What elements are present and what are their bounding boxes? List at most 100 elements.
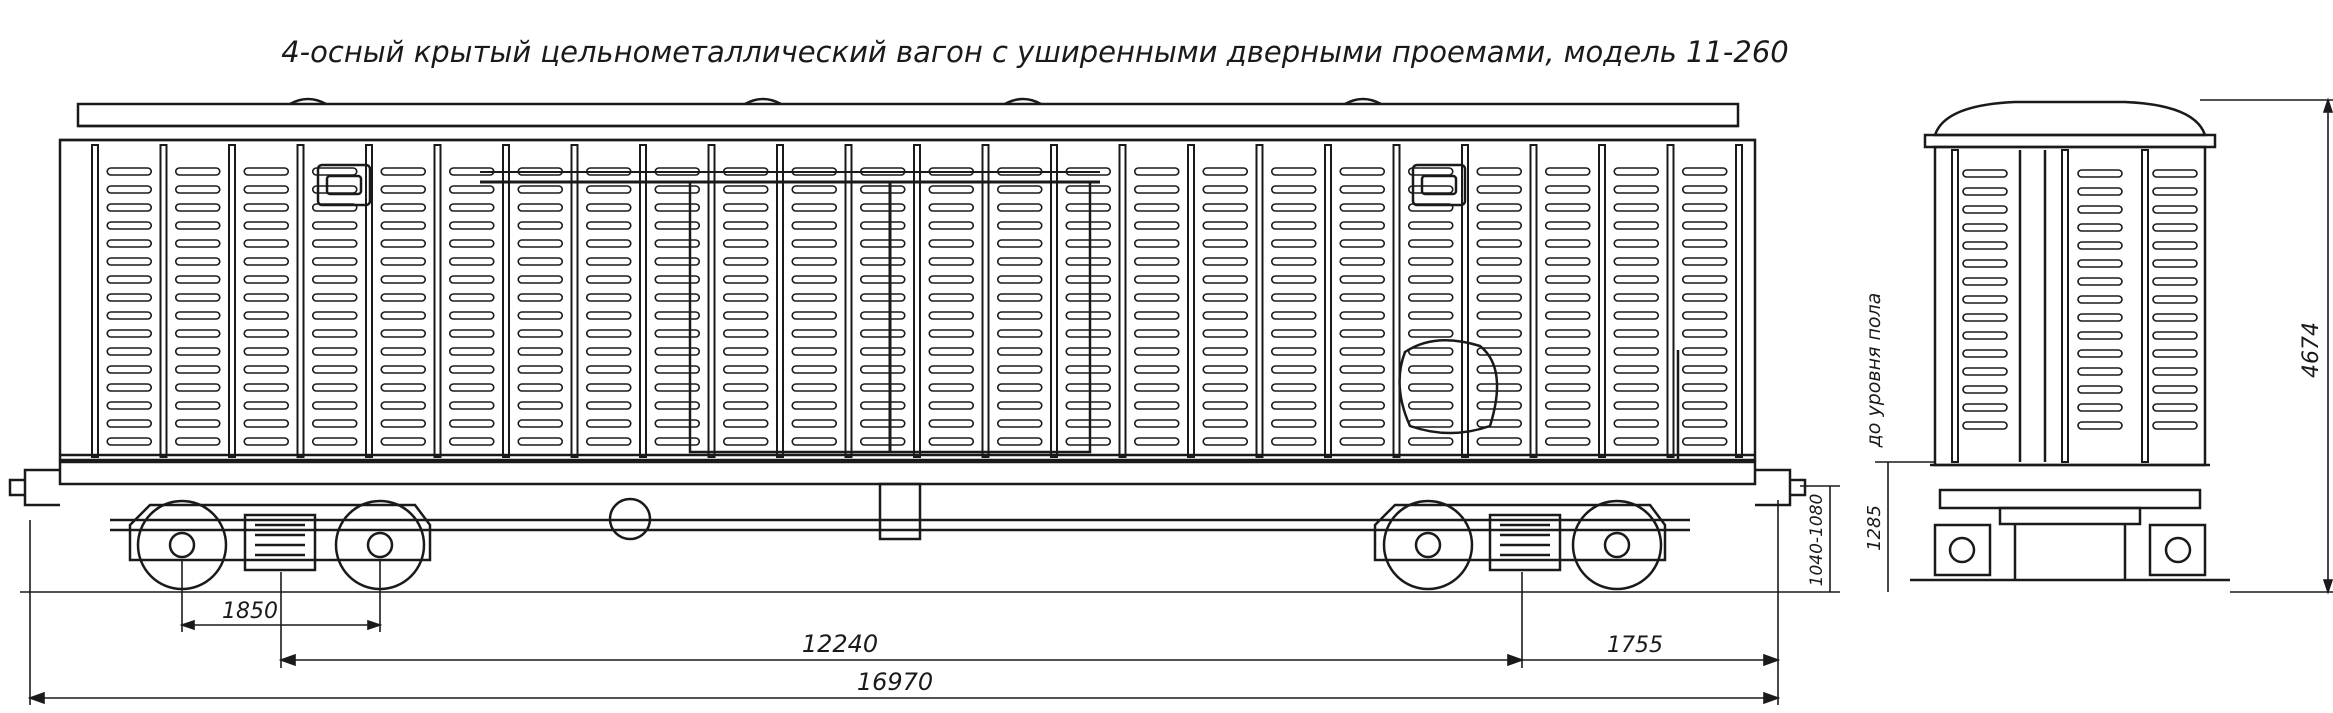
louver-slot — [380, 383, 427, 392]
louver-slot — [1476, 401, 1523, 410]
louver-slot — [996, 383, 1043, 392]
louver-slot — [928, 437, 975, 446]
louver-slot — [928, 419, 975, 428]
end-louver-slot — [2152, 331, 2198, 340]
louver-slot — [1339, 329, 1386, 338]
dim-floor-height: 1285 — [1864, 505, 1885, 551]
louver-slot — [654, 365, 701, 374]
louver-slot — [1133, 221, 1180, 230]
louver-slot — [1681, 437, 1728, 446]
end-louver-slot — [1962, 385, 2008, 394]
louver-slot — [1681, 347, 1728, 356]
louver-slot — [585, 365, 632, 374]
stanchion — [776, 144, 784, 458]
louver-slot — [448, 239, 495, 248]
louver-slot — [174, 275, 221, 284]
louver-slot — [1476, 311, 1523, 320]
louver-slot — [1476, 185, 1523, 194]
louver-slot — [243, 419, 290, 428]
stanchion — [228, 144, 236, 458]
louver-slot — [928, 347, 975, 356]
louver-slot — [174, 293, 221, 302]
end-louver-slot — [1962, 187, 2008, 196]
louver-slot — [380, 185, 427, 194]
dim-total-length: 16970 — [857, 668, 933, 696]
louver-slot — [1270, 329, 1317, 338]
louver-slot — [1407, 419, 1454, 428]
louver-slot — [380, 239, 427, 248]
louver-slot — [448, 401, 495, 410]
louver-slot — [1476, 347, 1523, 356]
louver-slot — [1681, 293, 1728, 302]
louver-slot — [1339, 419, 1386, 428]
louver-slot — [106, 203, 153, 212]
louver-slot — [106, 419, 153, 428]
louver-slot — [722, 167, 769, 176]
louver-slot — [1202, 311, 1249, 320]
end-louver-slot — [2152, 421, 2198, 430]
louver-slot — [1544, 275, 1591, 284]
louver-slot — [1065, 221, 1112, 230]
louver-slot — [1407, 257, 1454, 266]
stanchion — [1255, 144, 1264, 458]
louver-slot — [654, 329, 701, 338]
louver-slot — [311, 185, 358, 194]
end-louver-slot — [2152, 295, 2198, 304]
louver-slot — [1270, 257, 1317, 266]
louver-slot — [380, 293, 427, 302]
louver-slot — [174, 365, 221, 374]
louver-slot — [1270, 293, 1317, 302]
louver-slot — [174, 203, 221, 212]
louver-slot — [928, 311, 975, 320]
louver-slot — [448, 293, 495, 302]
end-roof — [1933, 100, 2207, 137]
louver-slot — [311, 203, 358, 212]
louver-slot — [1065, 275, 1112, 284]
louver-slot — [859, 221, 906, 230]
louver-slot — [585, 293, 632, 302]
louver-slot — [380, 401, 427, 410]
louver-slot — [1613, 329, 1660, 338]
louver-slot — [654, 203, 701, 212]
louver-slot — [174, 221, 221, 230]
end-louver-slot — [2077, 241, 2123, 250]
louver-slot — [517, 221, 564, 230]
coupler-left — [8, 468, 60, 507]
louver-slot — [859, 203, 906, 212]
louver-slot — [448, 437, 495, 446]
louver-slot — [311, 383, 358, 392]
louver-slot — [859, 401, 906, 410]
louver-slot — [996, 437, 1043, 446]
stanchion — [1118, 144, 1127, 458]
louver-slot — [517, 401, 564, 410]
end-louver-slot — [2077, 223, 2123, 232]
louver-slot — [859, 311, 906, 320]
louver-slot — [791, 239, 838, 248]
louver-slot — [1065, 311, 1112, 320]
louver-slot — [1613, 275, 1660, 284]
louver-slot — [1544, 203, 1591, 212]
end-louver-slot — [2152, 169, 2198, 178]
louver-slot — [996, 221, 1043, 230]
louver-slot — [380, 257, 427, 266]
end-louver-slot — [2152, 205, 2198, 214]
louver-slot — [1339, 257, 1386, 266]
louver-slot — [1476, 275, 1523, 284]
louver-slot — [448, 329, 495, 338]
louver-slot — [928, 167, 975, 176]
louver-slot — [722, 239, 769, 248]
louver-slot — [517, 437, 564, 446]
louver-slot — [654, 275, 701, 284]
louver-slot — [791, 221, 838, 230]
louver-slot — [1681, 203, 1728, 212]
louver-slot — [1202, 419, 1249, 428]
louver-slot — [1407, 401, 1454, 410]
dim-height-note: до уровня пола — [1863, 293, 1885, 449]
stanchion — [981, 144, 990, 458]
louver-slot — [1202, 347, 1249, 356]
end-louver-slot — [2077, 403, 2123, 412]
louver-slot — [654, 185, 701, 194]
louver-slot — [1544, 293, 1591, 302]
louver-slot — [791, 329, 838, 338]
end-louver-slot — [2077, 421, 2123, 430]
